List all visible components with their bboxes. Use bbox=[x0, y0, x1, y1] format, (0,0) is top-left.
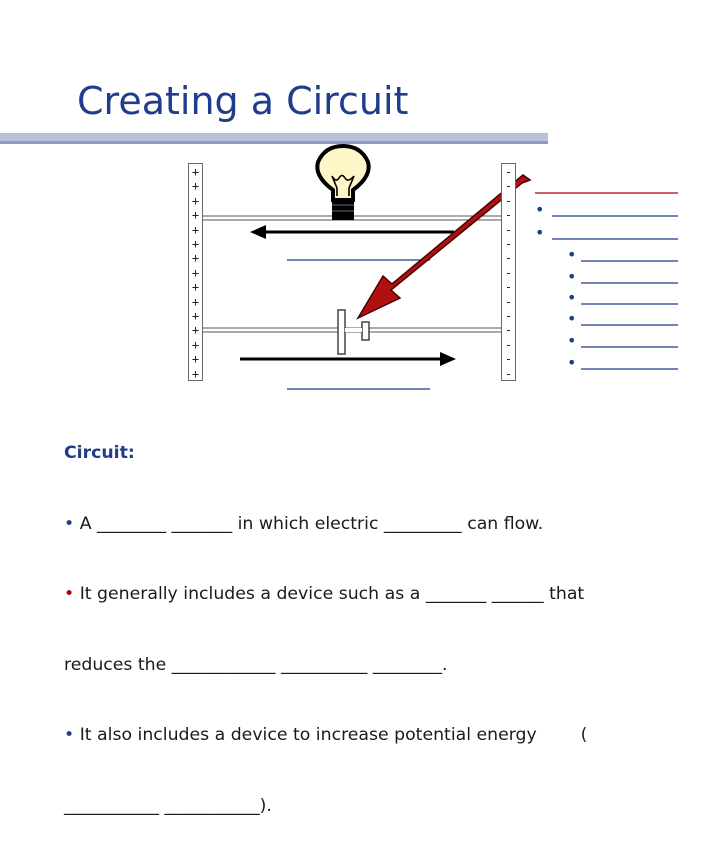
notes-line-2: • It generally includes a device such as… bbox=[64, 583, 714, 607]
negative-charge-sign: - bbox=[504, 294, 513, 309]
electric-field-arrow bbox=[356, 174, 532, 320]
circuit-diagram bbox=[203, 143, 678, 390]
notes-line-3: reduces the ____________ __________ ____… bbox=[64, 654, 448, 675]
negative-charge-sign: - bbox=[504, 193, 513, 208]
positive-charge-sign: + bbox=[191, 294, 200, 309]
negative-charge-sign: - bbox=[504, 251, 513, 266]
positive-charge-sign: + bbox=[191, 280, 200, 295]
negative-charge-sign: - bbox=[504, 237, 513, 252]
negative-charge-sign: - bbox=[504, 323, 513, 338]
current-arrow-left bbox=[250, 225, 454, 239]
positive-charge-sign: + bbox=[191, 251, 200, 266]
circuit-notes: Circuit: • A ________ _______ in which e… bbox=[64, 395, 714, 842]
positive-charge-sign: + bbox=[191, 165, 200, 179]
positive-charge-sign: + bbox=[191, 323, 200, 338]
current-arrow-right bbox=[240, 352, 456, 366]
positive-charge-sign: + bbox=[191, 237, 200, 252]
positive-charge-sign: + bbox=[191, 309, 200, 324]
positive-charge-sign: + bbox=[191, 208, 200, 223]
negative-charge-signs: --------------- bbox=[502, 164, 515, 381]
negative-charge-sign: - bbox=[504, 165, 513, 179]
notes-heading: Circuit: bbox=[64, 443, 135, 463]
notes-line-1-text: A ________ _______ in which electric ___… bbox=[74, 513, 544, 534]
title-divider-shadow bbox=[0, 141, 548, 144]
positive-charge-sign: + bbox=[191, 193, 200, 208]
negative-charge-sign: - bbox=[504, 265, 513, 280]
positive-charge-sign: + bbox=[191, 352, 200, 367]
negative-charge-sign: - bbox=[504, 222, 513, 237]
positive-charge-sign: + bbox=[191, 179, 200, 194]
light-bulb-icon bbox=[315, 143, 371, 220]
notes-line-5: ___________ ___________). bbox=[64, 795, 272, 816]
positive-charge-sign: + bbox=[191, 222, 200, 237]
notes-line-4: • It also includes a device to increase … bbox=[64, 724, 714, 748]
negative-charge-sign: - bbox=[504, 179, 513, 194]
notes-line-2-text: It generally includes a device such as a… bbox=[74, 584, 585, 604]
negative-charge-sign: - bbox=[504, 208, 513, 223]
slide-title: Creating a Circuit bbox=[77, 79, 409, 123]
battery-icon bbox=[337, 309, 370, 355]
notes-bullet: • bbox=[64, 725, 75, 745]
negative-charge-sign: - bbox=[504, 366, 513, 381]
negative-charge-sign: - bbox=[504, 337, 513, 352]
title-divider bbox=[0, 133, 548, 141]
negative-charge-sign: - bbox=[504, 352, 513, 367]
notes-bullet: • bbox=[64, 584, 75, 604]
negative-charge-sign: - bbox=[504, 309, 513, 324]
positive-charge-sign: + bbox=[191, 265, 200, 280]
positive-charge-sign: + bbox=[191, 337, 200, 352]
positive-charge-sign: + bbox=[191, 366, 200, 381]
positive-plate: +++++++++++++++ bbox=[188, 163, 203, 381]
notes-line-1: • A ________ _______ in which electric _… bbox=[64, 513, 714, 537]
negative-plate: --------------- bbox=[501, 163, 516, 381]
positive-charge-signs: +++++++++++++++ bbox=[189, 164, 202, 381]
notes-line-4-text: It also includes a device to increase po… bbox=[74, 725, 588, 745]
notes-bullet: • bbox=[64, 513, 75, 534]
negative-charge-sign: - bbox=[504, 280, 513, 295]
